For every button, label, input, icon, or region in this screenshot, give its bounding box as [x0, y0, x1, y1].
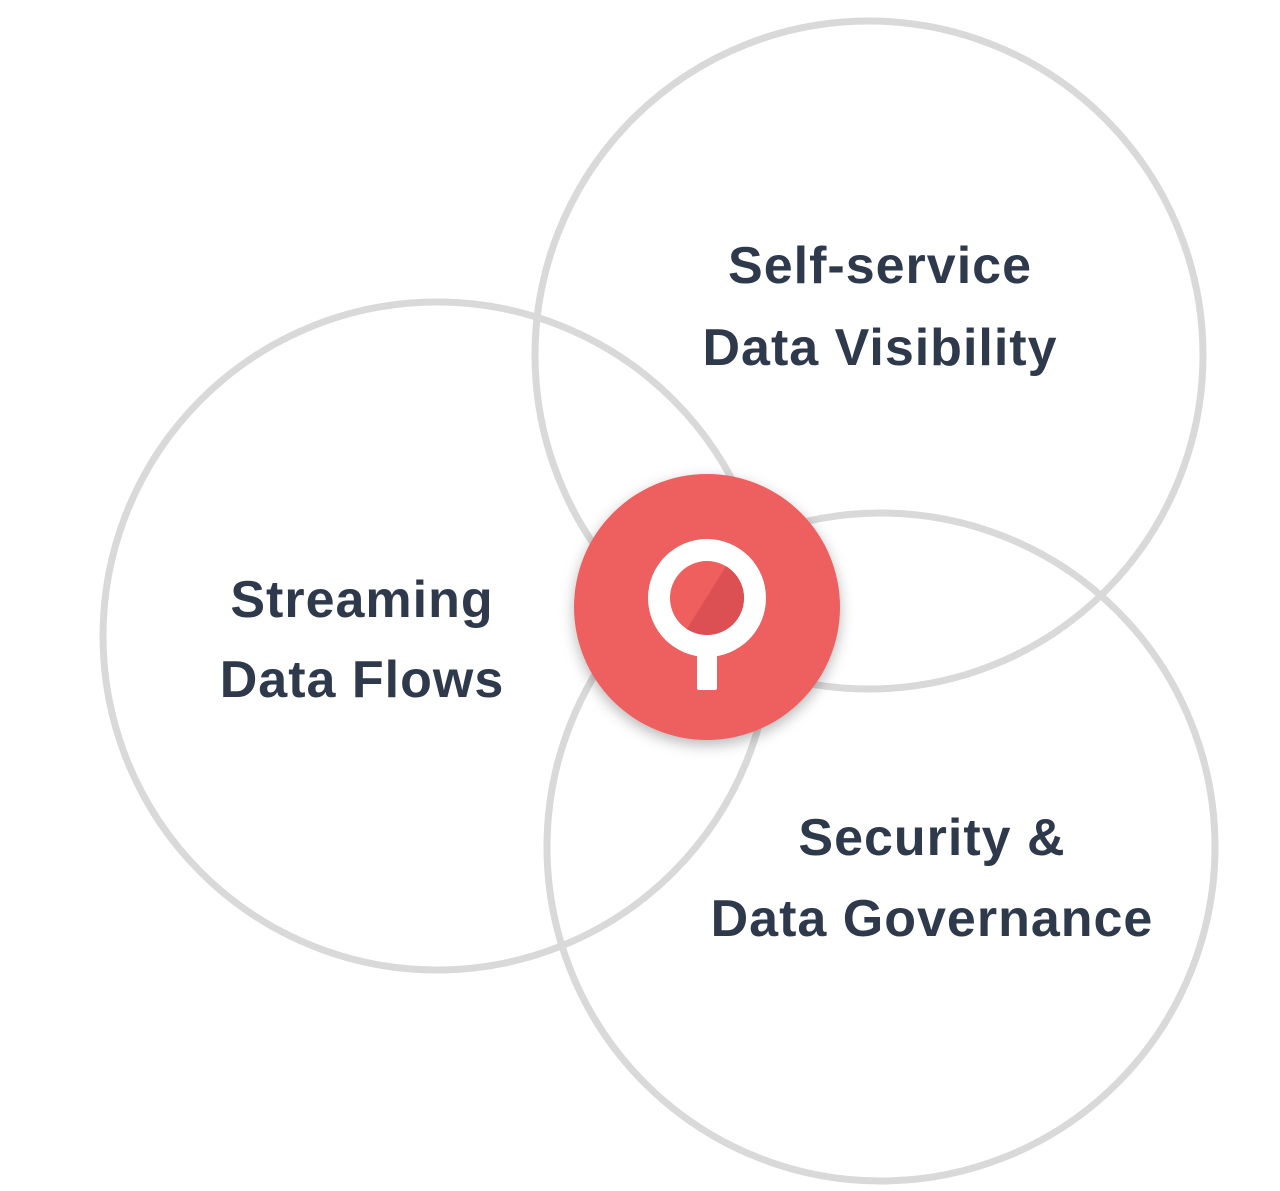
- label-security-line-2: Data Governance: [711, 890, 1154, 948]
- label-streaming: Streaming Data Flows: [220, 571, 505, 709]
- label-security-line-1: Security &: [798, 809, 1065, 867]
- label-security: Security & Data Governance: [711, 809, 1154, 948]
- label-self-service: Self-service Data Visibility: [702, 237, 1057, 377]
- circle-self-service: [531, 17, 1207, 693]
- label-streaming-line-1: Streaming: [230, 571, 493, 629]
- label-self-service-line-1: Self-service: [728, 237, 1032, 295]
- label-streaming-line-2: Data Flows: [220, 651, 505, 709]
- location-pin-logo: [574, 474, 840, 740]
- label-self-service-line-2: Data Visibility: [702, 319, 1057, 377]
- circle-security: [543, 509, 1219, 1185]
